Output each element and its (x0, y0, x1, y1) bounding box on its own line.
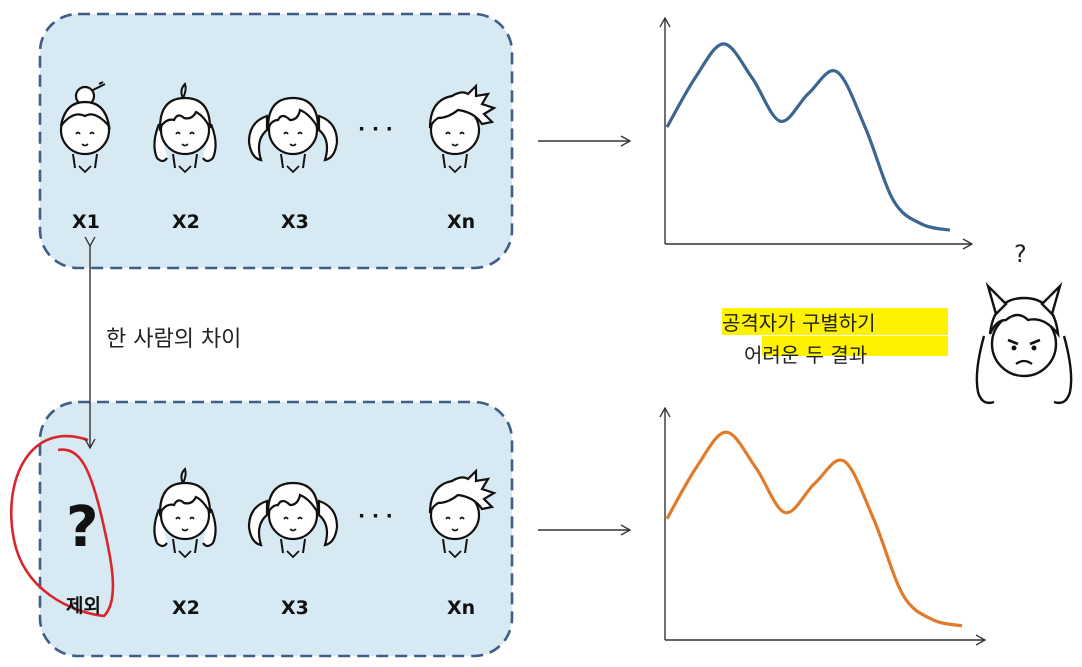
person-x2-bottom-icon (153, 467, 217, 559)
person-x3-icon (247, 96, 339, 174)
red-circle-mark (9, 434, 115, 618)
attacker-caption-line1: 공격자가 구별하기 (722, 311, 876, 335)
person-x1-icon (59, 81, 111, 174)
bottom-label-x2: X2 (172, 597, 200, 619)
person-x3-bottom-icon (247, 481, 339, 559)
bottom-distribution-chart (659, 406, 987, 646)
bottom-distribution-curve (665, 430, 963, 628)
bottom-ellipsis: · · · (358, 505, 393, 527)
top-ellipsis: · · · (358, 118, 393, 140)
person-x2-icon (153, 82, 217, 174)
difference-label: 한 사람의 차이 (106, 327, 241, 352)
caption-highlight-2 (762, 336, 948, 356)
removed-label: 제외 (66, 595, 101, 617)
top-label-x3: X3 (281, 211, 309, 233)
person-xn-bottom-icon (428, 468, 497, 559)
bottom-label-xn: Xn (447, 597, 475, 619)
caption-highlight-1 (722, 308, 948, 335)
bottom-label-x3: X3 (281, 597, 309, 619)
attacker-devil-icon (975, 281, 1073, 405)
top-label-xn: Xn (447, 211, 475, 233)
top-label-x1: X1 (72, 211, 100, 233)
top-label-x2: X2 (172, 211, 200, 233)
top-distribution-curve (665, 42, 951, 232)
attacker-caption-line2: 어려운 두 결과 (744, 343, 867, 367)
person-xn-icon (428, 83, 497, 174)
top-distribution-chart (659, 16, 974, 250)
removed-person-symbol: ? (66, 495, 98, 560)
attacker-question-mark: ? (1014, 240, 1027, 268)
